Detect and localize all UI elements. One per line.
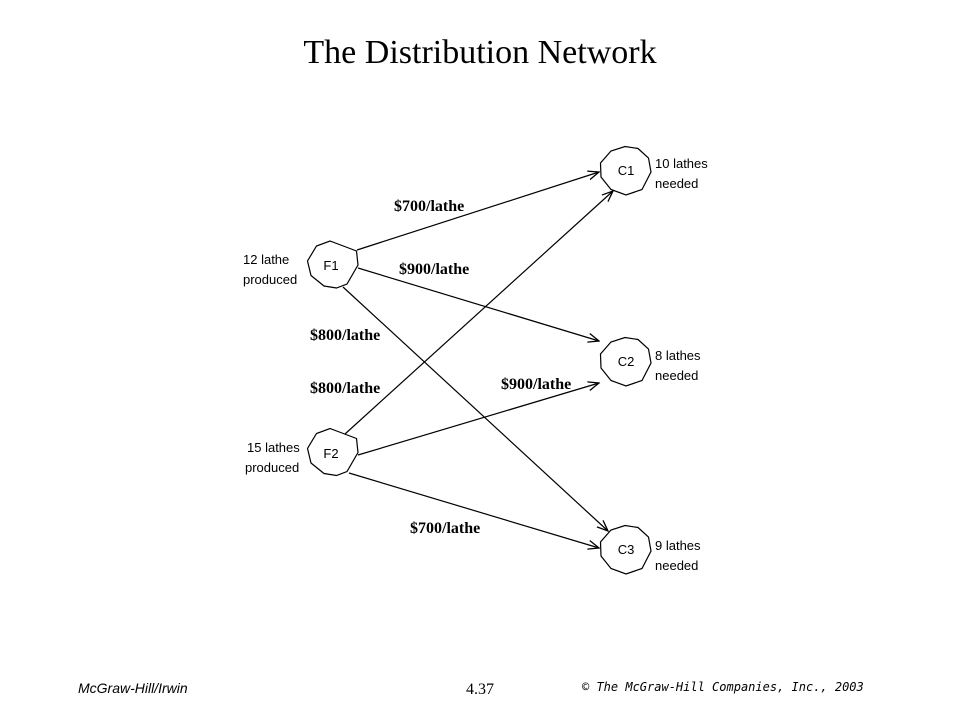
c2-demand-line2: needed <box>655 368 698 383</box>
node-f1: F1 <box>306 240 359 289</box>
node-f2: F2 <box>306 427 359 477</box>
arc-f1-c1 <box>356 172 599 251</box>
f1-supply-line2: produced <box>243 272 297 287</box>
arc-f2-c3 <box>348 472 599 548</box>
f2-supply-line2: produced <box>245 460 299 475</box>
f2-supply-line1: 15 lathes <box>247 440 300 455</box>
node-c2: C2 <box>599 336 652 387</box>
node-c1: C1 <box>599 145 652 196</box>
slide-title: The Distribution Network <box>303 34 657 71</box>
cost-label-f1-c2: $900/lathe <box>399 261 469 278</box>
c2-demand-line1: 8 lathes <box>655 348 701 363</box>
cost-label-f2-c3: $700/lathe <box>410 520 480 537</box>
cost-label-f2-c2: $900/lathe <box>501 376 571 393</box>
cost-label-f1-c1: $700/lathe <box>394 198 464 215</box>
node-c1-label: C1 <box>618 163 635 178</box>
node-c2-label: C2 <box>618 354 635 369</box>
c1-demand-line1: 10 lathes <box>655 156 708 171</box>
node-c3: C3 <box>599 524 652 575</box>
arc-f1-c3 <box>342 286 608 531</box>
c3-demand-line1: 9 lathes <box>655 538 701 553</box>
arc-f1-c2 <box>357 267 599 341</box>
cost-label-f2-c1: $800/lathe <box>310 380 380 397</box>
node-c3-label: C3 <box>618 542 635 557</box>
footer-copyright: © The McGraw-Hill Companies, Inc., 2003 <box>582 680 864 694</box>
arc-f2-c1 <box>344 191 613 435</box>
footer-publisher: McGraw-Hill/Irwin <box>78 680 188 696</box>
footer-page-number: 4.37 <box>466 681 494 698</box>
c1-demand-line2: needed <box>655 176 698 191</box>
cost-label-f1-c3: $800/lathe <box>310 327 380 344</box>
c3-demand-line2: needed <box>655 558 698 573</box>
node-f2-label: F2 <box>323 446 338 461</box>
node-f1-label: F1 <box>323 258 338 273</box>
f1-supply-line1: 12 lathe <box>243 252 289 267</box>
arc-f2-c2 <box>357 383 599 456</box>
